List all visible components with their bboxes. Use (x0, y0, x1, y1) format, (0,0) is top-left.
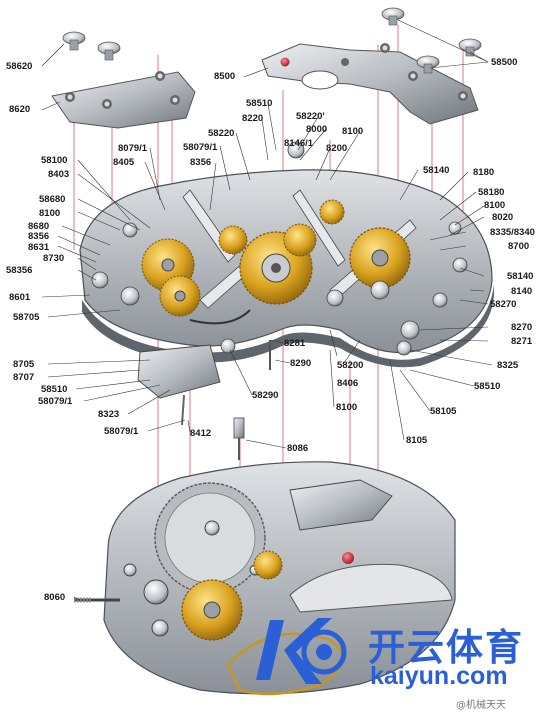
label-58620: 58620 (6, 61, 33, 72)
label-8180: 8180 (473, 167, 495, 178)
label-8700: 8700 (508, 241, 530, 252)
label-58510-right: 58510 (474, 381, 501, 392)
label-8356-left: 8356 (28, 231, 50, 242)
label-58100: 58100 (41, 155, 68, 166)
watermark-brand-cn: 开云体育 (368, 626, 524, 669)
label-58500: 58500 (491, 57, 518, 68)
label-8105: 8105 (406, 435, 428, 446)
label-58680: 58680 (39, 194, 66, 205)
bridge-8500 (261, 43, 479, 125)
label-8406: 8406 (337, 378, 359, 389)
label-8100-top: 8100 (342, 126, 364, 137)
label-58270: 58270 (490, 299, 517, 310)
label-8356-top: 8356 (190, 157, 212, 168)
label-58705: 58705 (13, 312, 40, 323)
watermark-brand-url: kaiyun.com (370, 662, 508, 690)
bridge-8620 (51, 71, 196, 129)
label-8020: 8020 (492, 212, 514, 223)
label-58200: 58200 (337, 360, 364, 371)
leader-lines (41, 19, 493, 601)
label-58079-1-top: 58079/1 (183, 142, 218, 153)
label-58290: 58290 (252, 390, 279, 401)
label-8100-left: 8100 (39, 208, 61, 219)
label-8270: 8270 (511, 322, 533, 333)
label-8335-8340: 8335/8340 (490, 227, 535, 238)
label-8100-right: 8100 (484, 200, 506, 211)
label-8631: 8631 (28, 242, 50, 253)
label-58105: 58105 (430, 406, 457, 417)
image-credit: @机械天天 (456, 700, 506, 711)
label-8620: 8620 (9, 104, 31, 115)
label-8730: 8730 (43, 253, 65, 264)
label-8323: 8323 (98, 409, 120, 420)
label-8079-1: 8079/1 (118, 143, 148, 154)
label-58079-1-left: 58079/1 (38, 396, 73, 407)
label-8680: 8680 (28, 221, 50, 232)
watermark-logo-mark (256, 618, 347, 684)
label-8086: 8086 (287, 443, 309, 454)
label-8000: 8000 (306, 124, 328, 135)
label-58356: 58356 (6, 265, 33, 276)
label-58140-right: 58140 (507, 271, 534, 282)
label-58180: 58180 (478, 187, 505, 198)
label-58140-top: 58140 (423, 165, 450, 176)
label-8405: 8405 (113, 157, 135, 168)
label-8281: 8281 (284, 338, 306, 349)
label-8412: 8412 (190, 428, 212, 439)
label-8060: 8060 (44, 592, 66, 603)
label-58220-prime: 58220' (296, 111, 325, 122)
bridge-8323 (137, 344, 221, 426)
label-8707: 8707 (13, 372, 35, 383)
label-58510-top: 58510 (246, 98, 273, 109)
label-58079-1-bottom: 58079/1 (104, 426, 139, 437)
base-movement (103, 461, 456, 695)
label-8220: 8220 (242, 113, 264, 124)
label-8500: 8500 (214, 71, 236, 82)
label-8403: 8403 (48, 169, 70, 180)
label-8271: 8271 (511, 336, 533, 347)
label-58510-left: 58510 (41, 384, 68, 395)
label-8290: 8290 (290, 358, 312, 369)
screws-58620 (62, 31, 121, 61)
pin-8086 (233, 417, 245, 460)
label-8200: 8200 (326, 143, 348, 154)
label-58220: 58220 (208, 128, 235, 139)
label-8325: 8325 (497, 360, 519, 371)
label-8705: 8705 (13, 359, 35, 370)
label-8601: 8601 (9, 292, 31, 303)
label-8140: 8140 (511, 286, 533, 297)
gold-gear-train-upper (141, 199, 411, 317)
label-8146-1: 8146/1 (284, 138, 314, 149)
label-8100-bottom: 8100 (336, 402, 358, 413)
